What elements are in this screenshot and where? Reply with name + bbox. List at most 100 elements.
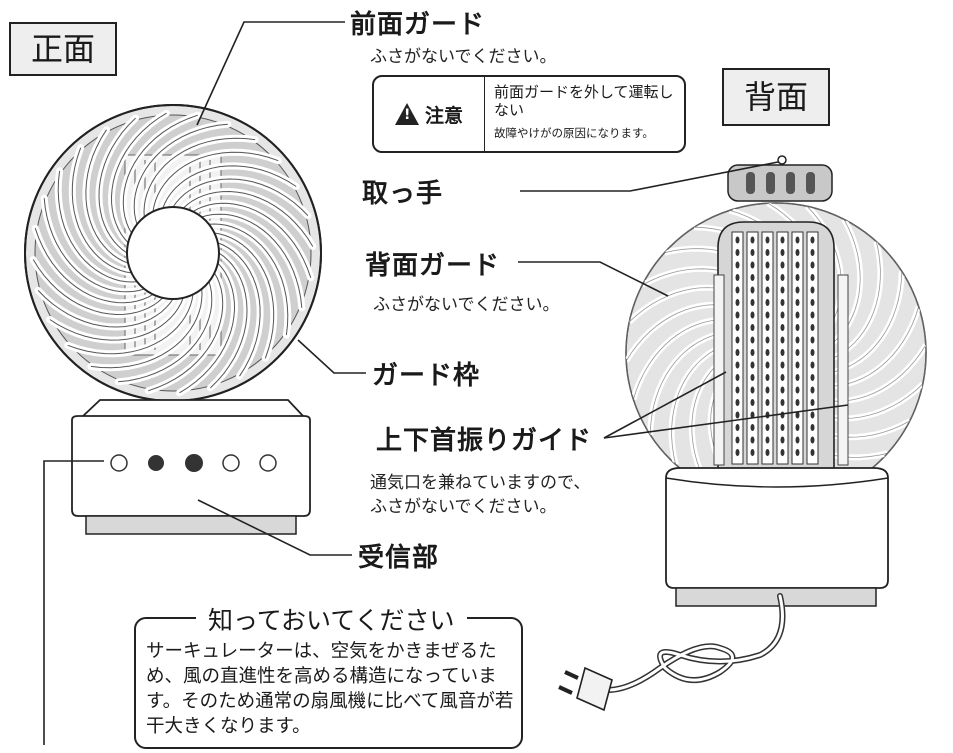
vent-hole	[795, 261, 800, 269]
vent-hole	[735, 349, 740, 356]
back-guard-note: ふさがないでください。	[373, 295, 560, 315]
guard-rib-outline	[133, 123, 228, 225]
vent-hole	[735, 361, 740, 369]
vent-hole	[780, 399, 785, 406]
leader-back-guard	[518, 261, 669, 297]
vent-hole	[750, 236, 755, 244]
handle-label: 取っ手	[362, 179, 444, 209]
vent-hole	[795, 424, 800, 431]
vent-hole	[780, 311, 785, 319]
guard-rib-outline	[90, 288, 203, 369]
vent-hole	[750, 411, 755, 419]
vent-hole	[750, 449, 755, 456]
vent-column	[776, 231, 789, 465]
guard-rib-outline	[71, 147, 132, 274]
mode-icon	[110, 454, 128, 472]
guard-rib-outline	[192, 202, 312, 278]
vent-note-line1: 通気口を兼ねていますので、	[370, 473, 591, 493]
vent-hole	[795, 274, 800, 281]
vent-hole	[735, 249, 740, 256]
vent-hole	[810, 399, 815, 406]
vent-hole	[795, 236, 800, 244]
vent-hole	[795, 436, 800, 444]
vent-hole	[810, 374, 815, 381]
vent-hole	[780, 274, 785, 281]
vent-hole	[735, 274, 740, 281]
leader-tilt-guide-1	[603, 371, 727, 439]
guard-rib-outline	[172, 178, 309, 216]
handle	[727, 155, 833, 202]
vent-hole	[750, 311, 755, 319]
plug	[558, 666, 613, 712]
caution-head: 注意	[374, 77, 485, 151]
vent-hole	[750, 324, 755, 331]
guard-rib-outline	[34, 228, 154, 304]
vent-hole	[780, 261, 785, 269]
vent-hole	[780, 286, 785, 294]
vent-hole	[765, 299, 770, 306]
vent-hole	[750, 374, 755, 381]
vent-hole	[735, 261, 740, 269]
vent-hole	[765, 261, 770, 269]
night-mode-icon	[259, 454, 277, 472]
vent-hole	[795, 374, 800, 381]
guard-rib-outline	[210, 252, 248, 389]
leader-handle	[575, 161, 779, 192]
timer-icon	[222, 454, 240, 472]
vent-hole	[735, 324, 740, 331]
vent-column	[731, 231, 744, 465]
vent-hole	[795, 411, 800, 419]
vent-hole	[795, 449, 800, 456]
vent-hole	[735, 399, 740, 406]
back-view-label: 背面	[722, 68, 830, 126]
guard-rib-outline	[182, 190, 314, 247]
vent-column	[761, 231, 774, 465]
back-fan	[625, 155, 927, 504]
vent-hole	[765, 361, 770, 369]
vent-hole	[810, 286, 815, 294]
guard-rib-outline	[49, 297, 184, 341]
vent-hole	[810, 274, 815, 281]
vent-hole	[810, 449, 815, 456]
vent-hole	[765, 311, 770, 319]
caution-text: 前面ガードを外して運転しない	[494, 83, 674, 119]
vent-hole	[765, 274, 770, 281]
vent-hole	[780, 374, 785, 381]
back-guard-label: 背面ガード	[365, 251, 501, 281]
vent-hole	[750, 349, 755, 356]
tilt-guide	[713, 221, 849, 471]
vent-hole	[780, 299, 785, 306]
caution-subtext: 故障やけがの原因になります。	[494, 126, 654, 140]
fan-speed-icon	[148, 455, 164, 471]
vent-hole	[750, 436, 755, 444]
vent-hole	[765, 374, 770, 381]
leader-front-guard	[196, 21, 345, 126]
front-guard-note: ふさがないでください。	[370, 47, 557, 67]
vent-hole	[780, 336, 785, 344]
front-base	[71, 399, 311, 535]
leader-receiver	[197, 499, 352, 556]
guard-rib-outline	[98, 117, 136, 254]
vent-hole	[810, 249, 815, 256]
vent-hole	[780, 411, 785, 419]
front-fan	[24, 104, 322, 402]
vent-hole	[765, 324, 770, 331]
vent-hole	[735, 436, 740, 444]
vent-hole	[810, 261, 815, 269]
vent-hole	[750, 386, 755, 394]
front-fan-blades	[29, 109, 317, 397]
vent-hole	[765, 236, 770, 244]
receiver-label: 受信部	[358, 543, 440, 573]
tilt-guide-label: 上下首振りガイド	[376, 426, 593, 456]
guard-rib-outline	[43, 198, 145, 293]
vent-column	[746, 231, 759, 465]
notice-body: サーキュレーターは、空気をかきまぜるため、風の直進性を高める構造になっています。…	[146, 641, 514, 737]
vent-hole	[735, 336, 740, 344]
guard-rib-outline	[179, 262, 236, 394]
guard-frame-label: ガード枠	[372, 361, 481, 391]
vent-hole	[795, 286, 800, 294]
guard-rib-outline	[37, 290, 174, 328]
vent-hole	[765, 286, 770, 294]
vent-hole	[750, 274, 755, 281]
